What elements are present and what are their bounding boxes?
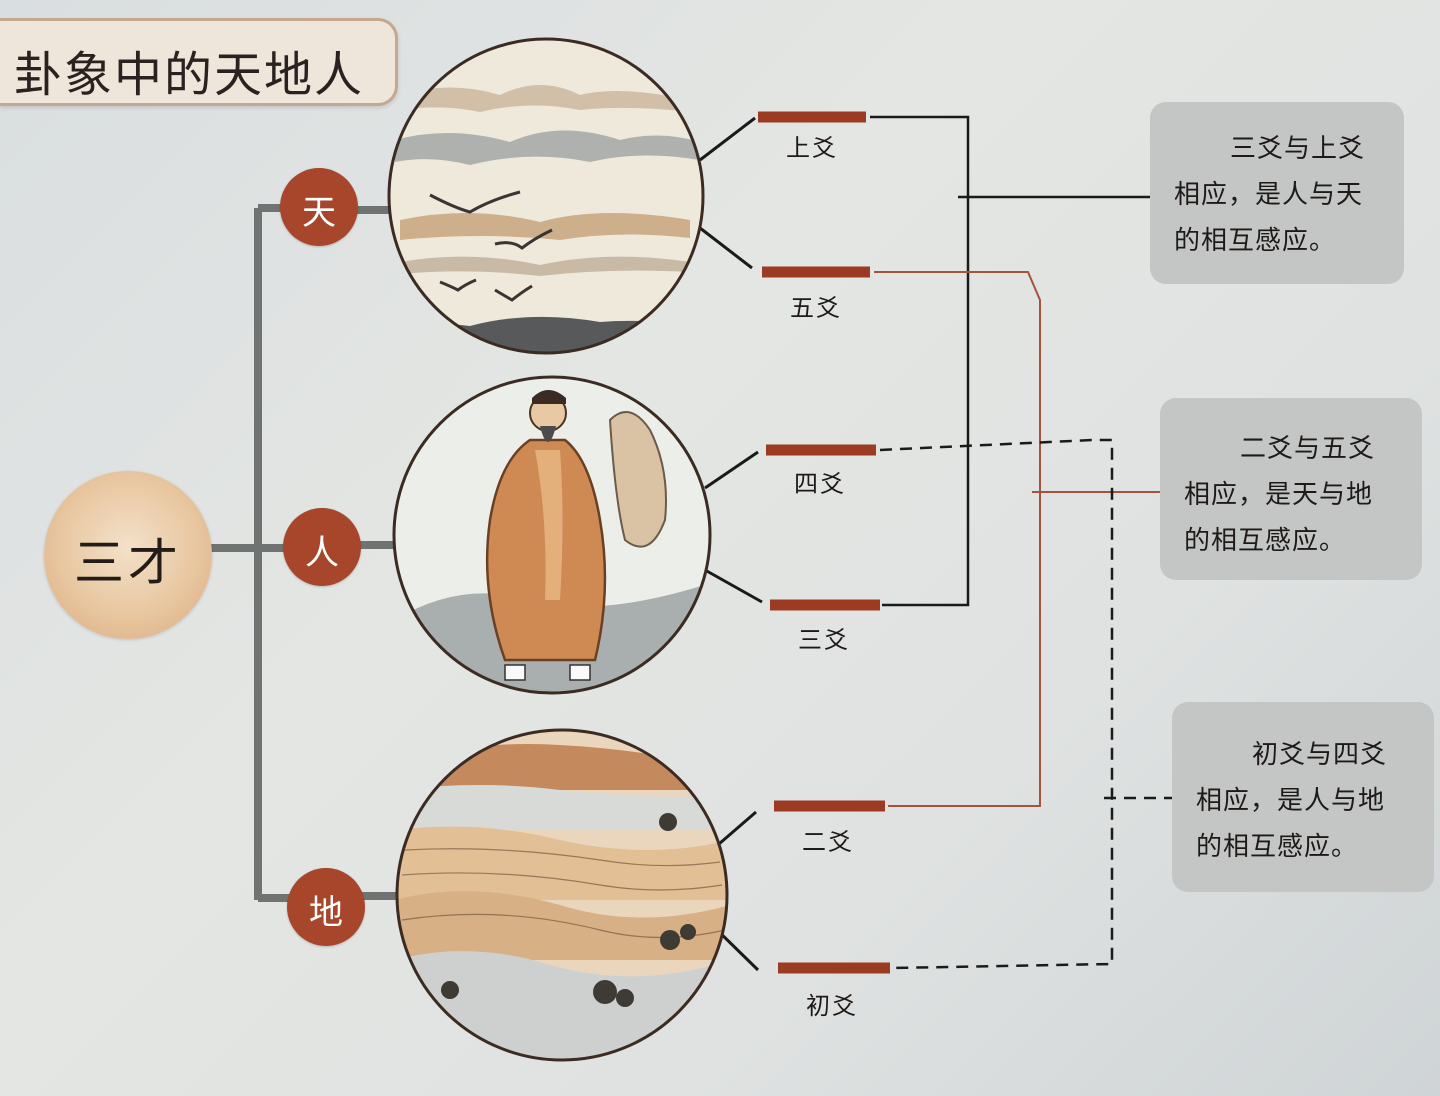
bracket-chu-si <box>879 438 1114 970</box>
note-chu-si: 初爻与四爻 相应，是人与地 的相互感应。 <box>1172 702 1434 892</box>
note-2-line-3: 的相互感应。 <box>1184 526 1347 556</box>
yao-label-wu: 五爻 <box>790 294 842 322</box>
title-banner: 卦象中的天地人 <box>0 18 398 106</box>
sky-illustration <box>387 37 705 355</box>
note-3-line-3: 的相互感应。 <box>1196 832 1359 862</box>
bracket-san-shang <box>870 115 970 607</box>
sage-illustration <box>392 375 712 695</box>
node-ren: 人 <box>283 508 361 586</box>
sancai-label: 三才 <box>74 534 182 592</box>
note-1-line-2: 相应，是人与天 <box>1174 180 1364 210</box>
bracket-er-wu <box>874 271 1041 807</box>
tick-san <box>704 568 763 604</box>
note-1-line-3: 的相互感应。 <box>1174 226 1337 256</box>
note-3-line-1: 初爻与四爻 <box>1252 740 1388 770</box>
yao-label-shang: 上爻 <box>786 134 838 162</box>
tick-wu <box>699 226 753 270</box>
node-tian: 天 <box>280 168 358 246</box>
node-ren-label: 人 <box>305 533 339 573</box>
yao-label-san: 三爻 <box>798 626 850 654</box>
node-di: 地 <box>287 868 365 946</box>
sancai-circle: 三才 <box>44 471 212 639</box>
node-tian-label: 天 <box>302 193 336 233</box>
note-1-line-1: 三爻与上爻 <box>1230 134 1366 164</box>
yao-label-si: 四爻 <box>794 470 846 498</box>
note-2-line-1: 二爻与五爻 <box>1240 434 1376 464</box>
tick-shang <box>699 116 756 162</box>
earth-illustration <box>395 728 729 1062</box>
page-title: 卦象中的天地人 <box>14 47 365 103</box>
note-2-line-2: 相应，是天与地 <box>1184 480 1374 510</box>
tick-si <box>704 450 759 490</box>
node-di-label: 地 <box>309 893 343 933</box>
note-3-line-2: 相应，是人与地 <box>1196 786 1386 816</box>
note-san-shang: 三爻与上爻 相应，是人与天 的相互感应。 <box>1150 102 1404 284</box>
note-er-wu: 二爻与五爻 相应，是天与地 的相互感应。 <box>1160 398 1422 580</box>
yao-label-er: 二爻 <box>802 828 854 856</box>
yao-label-chu: 初爻 <box>806 992 858 1020</box>
